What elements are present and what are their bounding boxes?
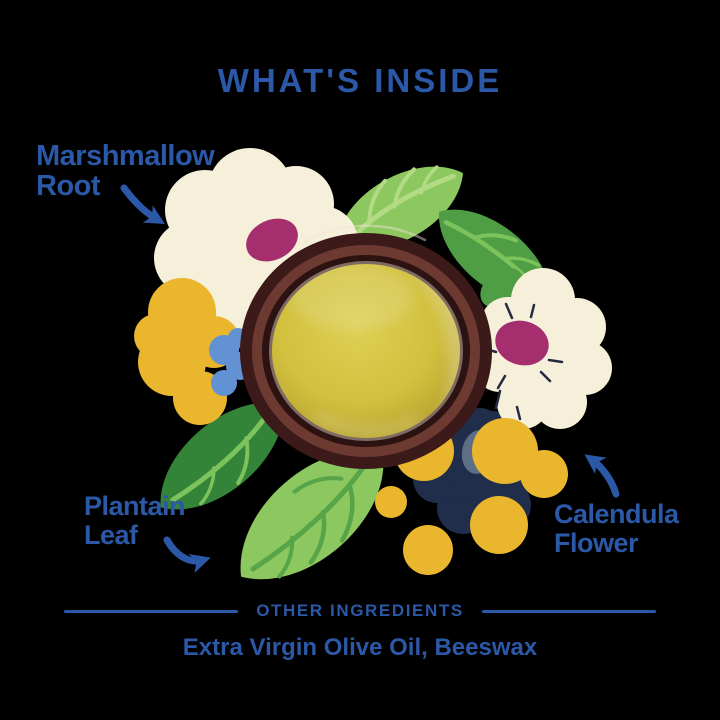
label-plantain-line2: Leaf	[84, 520, 138, 550]
balm-jar	[240, 224, 492, 469]
label-plantain-line1: Plantain	[84, 491, 186, 521]
leaf-bottom-right-icon	[240, 450, 384, 580]
leaf-bottom-left-icon	[160, 402, 284, 510]
label-calendula-line1: Calendula	[554, 499, 679, 529]
ingredients-text: Extra Virgin Olive Oil, Beeswax	[182, 634, 538, 661]
divider-left	[64, 609, 239, 613]
label-marshmallow-line1: Marshmallow	[36, 140, 215, 172]
label-marshmallow-line2: Root	[36, 170, 101, 202]
marshmallow-arrow-icon	[120, 184, 165, 225]
divider-right	[481, 609, 656, 613]
page-title: WHAT'S INSIDE	[217, 62, 503, 99]
label-calendula-flower: Calendula Flower	[554, 500, 679, 558]
leaf-top-left-icon	[337, 165, 463, 250]
other-ingredients-heading: OTHER INGREDIENTS	[256, 601, 464, 620]
jar-rim-gloss-icon	[303, 224, 427, 244]
other-ingredients-row: OTHER INGREDIENTS	[0, 601, 720, 621]
plantain-arrow-icon	[163, 536, 211, 574]
stamen-lines-icon	[481, 302, 564, 421]
magenta-petal-right-icon	[495, 320, 549, 366]
label-plantain-leaf: Plantain Leaf	[84, 491, 186, 550]
magenta-petal-left-icon	[246, 218, 298, 262]
label-calendula-line2: Flower	[554, 528, 639, 558]
label-marshmallow-root: Marshmallow Root	[36, 140, 215, 202]
calendula-arrow-icon	[584, 454, 620, 498]
